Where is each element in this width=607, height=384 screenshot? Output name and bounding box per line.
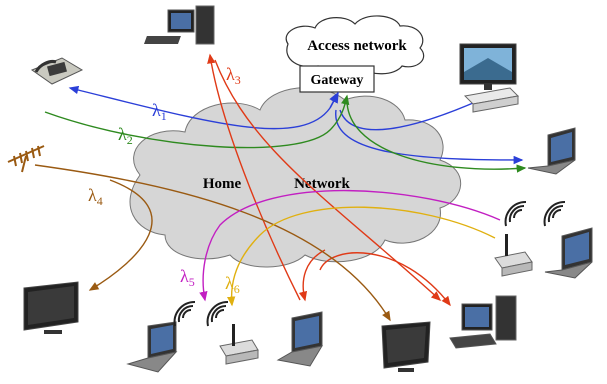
lambda1-gateway-link bbox=[329, 91, 339, 109]
lambda4-path-antenna bbox=[34, 164, 391, 322]
wireless-router-icon-bottom bbox=[219, 324, 259, 365]
lambda3-path-laptop2 bbox=[298, 249, 326, 302]
lambda3-path-computer bbox=[207, 53, 301, 301]
lambda1-path-phone bbox=[68, 85, 331, 130]
flatscreen-tv-icon-bottom-right bbox=[381, 321, 431, 372]
desktop-computer-icon bbox=[143, 5, 215, 45]
lambda6-path bbox=[226, 206, 496, 307]
flatscreen-tv-icon-left bbox=[23, 281, 79, 334]
access-network-label: Access network bbox=[307, 38, 407, 54]
laptop-icon-bottom-middle bbox=[276, 311, 324, 367]
wireless-router-icon-right bbox=[494, 234, 533, 277]
gateway-label: Gateway bbox=[311, 73, 364, 88]
antenna-icon bbox=[7, 145, 45, 173]
svg-text:λ4: λ4 bbox=[88, 185, 103, 208]
lambda3-label: λ3 bbox=[226, 64, 241, 87]
svg-text:λ1: λ1 bbox=[152, 100, 167, 123]
lambda1-path-tv bbox=[339, 99, 482, 131]
home-label: Home bbox=[203, 176, 242, 192]
svg-text:λ2: λ2 bbox=[118, 124, 133, 147]
lambda2-label: λ2 bbox=[118, 124, 133, 147]
wireless-signal-icon-right bbox=[504, 200, 527, 227]
gateway-box bbox=[299, 65, 375, 93]
lambda4-label: λ4 bbox=[88, 185, 103, 208]
lambda5-path bbox=[199, 189, 501, 302]
lambda4-path-tv bbox=[88, 179, 153, 291]
flatscreen-tv-icon bbox=[459, 43, 517, 90]
set-top-box-icon bbox=[463, 87, 520, 113]
lambda2-path-left bbox=[44, 94, 350, 149]
lambda5-label: λ5 bbox=[180, 266, 195, 289]
wireless-signal-icon-bottom-mid bbox=[206, 300, 229, 327]
wireless-signal-icon-far-right bbox=[543, 200, 566, 227]
network-label: Network bbox=[294, 176, 350, 192]
lambda1-path-laptop bbox=[335, 109, 524, 165]
svg-text:λ5: λ5 bbox=[180, 266, 195, 289]
lambda1-label: λ1 bbox=[152, 100, 167, 123]
laptop-icon-bottom-left bbox=[126, 321, 178, 373]
laptop-icon-far-right bbox=[544, 227, 593, 279]
laptop-icon-right bbox=[527, 127, 576, 175]
lambda2-path-right bbox=[346, 97, 527, 173]
telephone-icon bbox=[30, 57, 84, 85]
lambda6-label: λ6 bbox=[225, 273, 240, 296]
desktop-computer-icon-bottom-right bbox=[449, 295, 517, 349]
lambda3-path-desktop bbox=[319, 252, 451, 307]
svg-text:λ6: λ6 bbox=[225, 273, 240, 296]
svg-text:λ3: λ3 bbox=[226, 64, 241, 87]
wireless-signal-icon-bottom-left bbox=[173, 300, 196, 327]
